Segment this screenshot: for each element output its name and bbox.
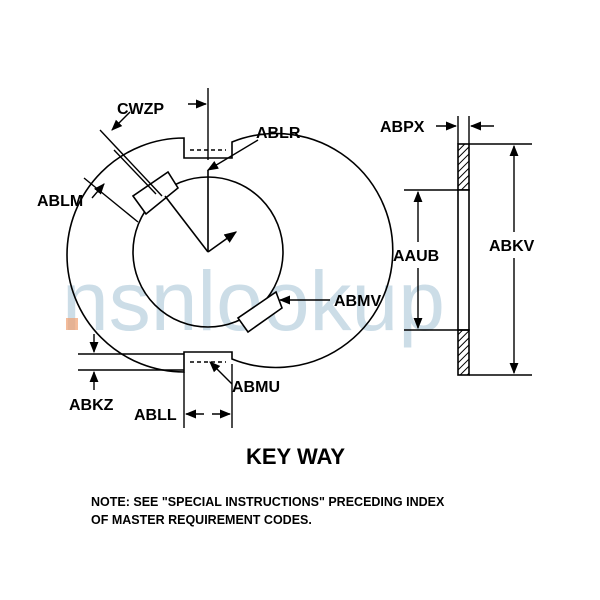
label-abkv: ABKV bbox=[489, 238, 535, 255]
dim-abkv bbox=[469, 143, 532, 376]
radius-line-b bbox=[164, 195, 209, 253]
washer-outer-contour bbox=[66, 132, 394, 373]
side-hatch-bottom bbox=[457, 329, 470, 376]
cwzp-arrow-left bbox=[111, 111, 131, 131]
note-line-2: OF MASTER REQUIREMENT CODES. bbox=[91, 513, 312, 527]
side-hatch-top bbox=[457, 143, 470, 191]
diagram-title: KEY WAY bbox=[246, 444, 345, 469]
washer-side-view bbox=[457, 143, 470, 376]
side-body bbox=[457, 189, 470, 331]
label-abmv: ABMV bbox=[334, 293, 381, 310]
radius-line-c bbox=[207, 231, 238, 253]
ablm-ext-a bbox=[83, 177, 139, 223]
abmu-leader bbox=[209, 361, 233, 385]
label-ablm: ABLM bbox=[37, 193, 83, 210]
label-abkz: ABKZ bbox=[69, 397, 114, 414]
dim-abll bbox=[183, 364, 233, 428]
watermark-dot bbox=[66, 318, 78, 330]
watermark-text: nsnlookup bbox=[62, 254, 445, 348]
ablm-ext-b bbox=[113, 149, 157, 195]
label-abll: ABLL bbox=[134, 407, 177, 424]
dim-aaub bbox=[404, 189, 458, 331]
label-abmu: ABMU bbox=[232, 379, 280, 396]
label-abpx: ABPX bbox=[380, 119, 425, 136]
cwzp-slant-ext bbox=[99, 129, 163, 197]
watermark: nsnlookup bbox=[62, 254, 445, 348]
dim-cwzp bbox=[99, 88, 209, 197]
label-ablr: ABLR bbox=[256, 125, 301, 142]
label-cwzp: CWZP bbox=[117, 101, 164, 118]
dim-abkz bbox=[78, 334, 184, 390]
dim-ablm bbox=[83, 149, 157, 223]
ablr-leader bbox=[207, 139, 259, 171]
note-line-1: NOTE: SEE "SPECIAL INSTRUCTIONS" PRECEDI… bbox=[91, 495, 445, 509]
dim-abpx bbox=[436, 116, 494, 144]
ablm-arrow-a bbox=[91, 183, 105, 199]
label-aaub: AAUB bbox=[393, 248, 439, 265]
